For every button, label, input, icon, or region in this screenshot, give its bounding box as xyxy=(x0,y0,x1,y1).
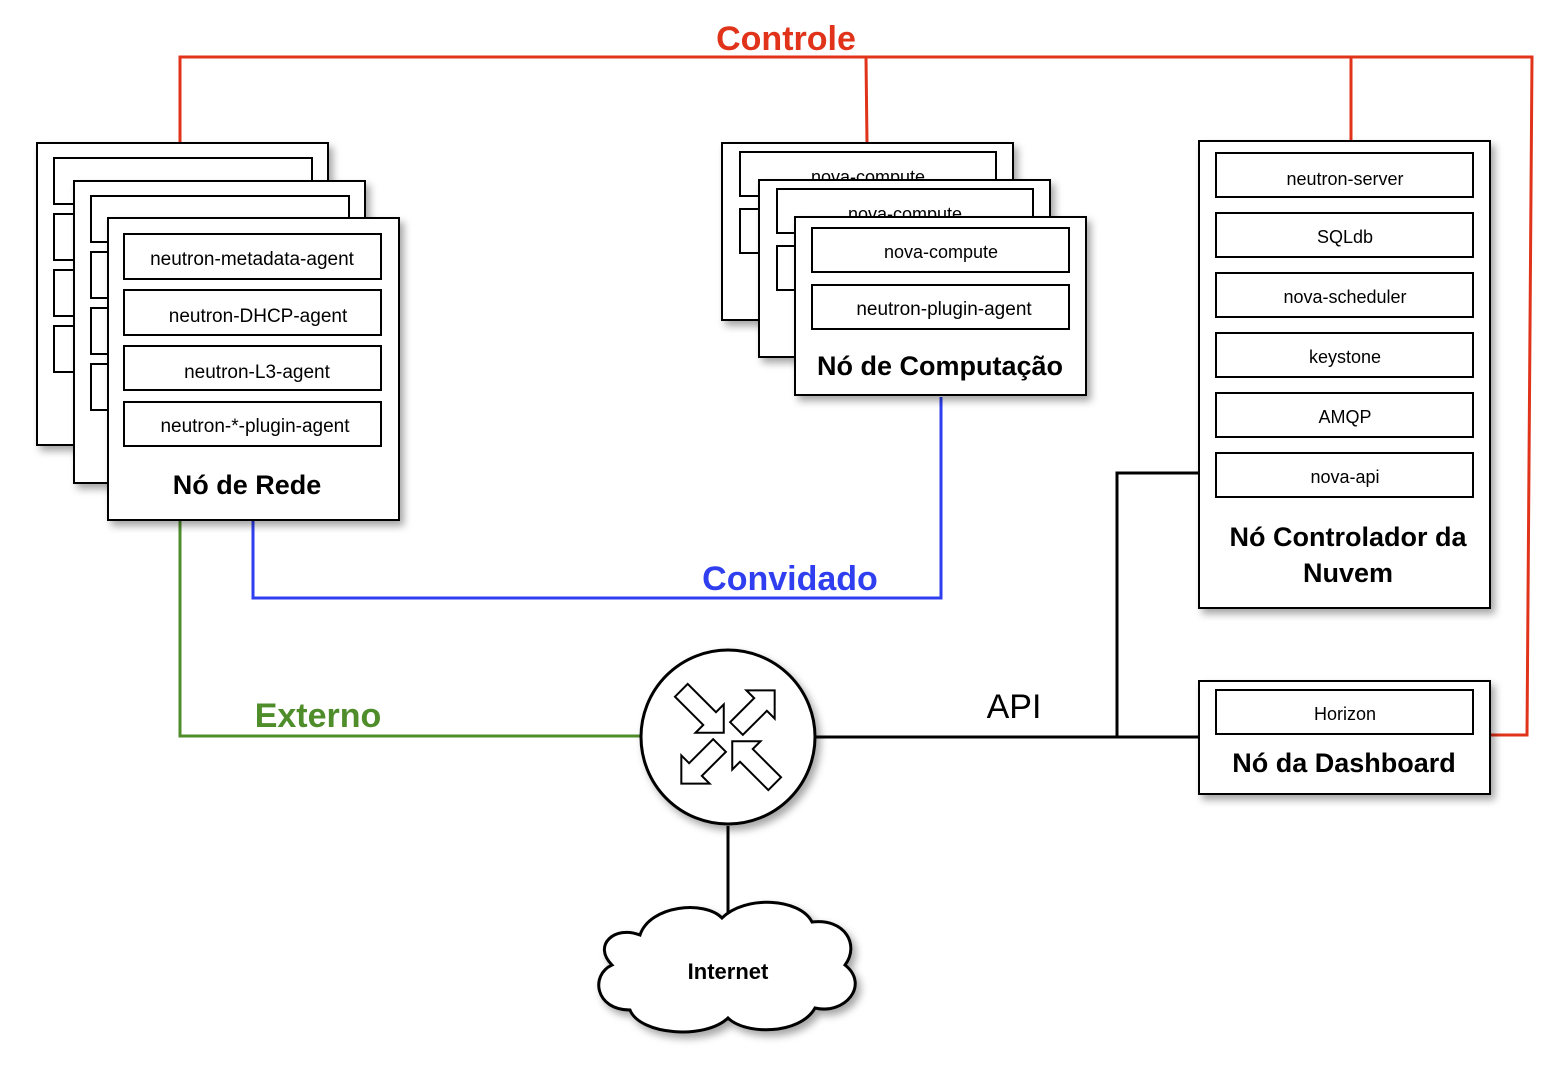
service-box xyxy=(123,289,382,336)
service-label: neutron-plugin-agent xyxy=(856,299,1032,320)
service-box xyxy=(1215,452,1474,498)
service-label: neutron-metadata-agent xyxy=(150,249,355,270)
service-label: nova-scheduler xyxy=(1283,287,1406,307)
service-box xyxy=(1215,152,1474,198)
service-label: keystone xyxy=(1309,347,1381,367)
dashboard-node-title: Nó da Dashboard xyxy=(1232,748,1456,778)
control-network-label: Controle xyxy=(716,20,856,58)
cloud-icon xyxy=(597,900,857,1034)
api-network xyxy=(726,471,1216,915)
service-label: Horizon xyxy=(1314,704,1376,724)
service-box xyxy=(123,233,382,280)
service-box xyxy=(1215,272,1474,318)
guest-network xyxy=(251,397,943,600)
compute-node-title: Nó de Computação xyxy=(817,351,1063,381)
external-network-label: Externo xyxy=(255,697,382,735)
controller-node: neutron-server SQLdb nova-scheduler keys… xyxy=(1198,140,1491,609)
service-box xyxy=(1215,689,1474,735)
service-box xyxy=(1215,392,1474,438)
network-node-title: Nó de Rede xyxy=(173,470,322,500)
service-box xyxy=(1215,332,1474,378)
service-box xyxy=(811,227,1070,273)
service-box xyxy=(811,284,1070,330)
service-box xyxy=(1215,212,1474,258)
service-label: AMQP xyxy=(1318,407,1371,427)
dashboard-node: Horizon Nó da Dashboard xyxy=(1198,680,1491,795)
internet-label: Internet xyxy=(688,959,769,984)
service-label: nova-compute xyxy=(884,242,998,262)
compute-node: nova-compute nova-compute nova-compute n… xyxy=(721,142,1087,396)
service-label: neutron-DHCP-agent xyxy=(169,306,348,327)
service-label: neutron-L3-agent xyxy=(184,362,330,383)
controller-node-title: Nó Controlador da xyxy=(1230,522,1468,552)
router-icon xyxy=(639,648,817,826)
service-label: neutron-*-plugin-agent xyxy=(160,416,350,437)
service-box xyxy=(123,345,382,391)
api-network-label: API xyxy=(987,688,1042,726)
control-network xyxy=(178,55,1534,737)
external-network xyxy=(178,520,640,738)
service-label: neutron-server xyxy=(1286,169,1403,189)
controller-node-title-line2: Nuvem xyxy=(1303,558,1393,588)
network-node: neutron-metadata-agent neutron-DHCP-agen… xyxy=(36,142,400,521)
service-box xyxy=(123,401,382,447)
service-label: SQLdb xyxy=(1317,227,1373,247)
service-label: nova-api xyxy=(1310,467,1379,487)
guest-network-label: Convidado xyxy=(702,560,878,598)
